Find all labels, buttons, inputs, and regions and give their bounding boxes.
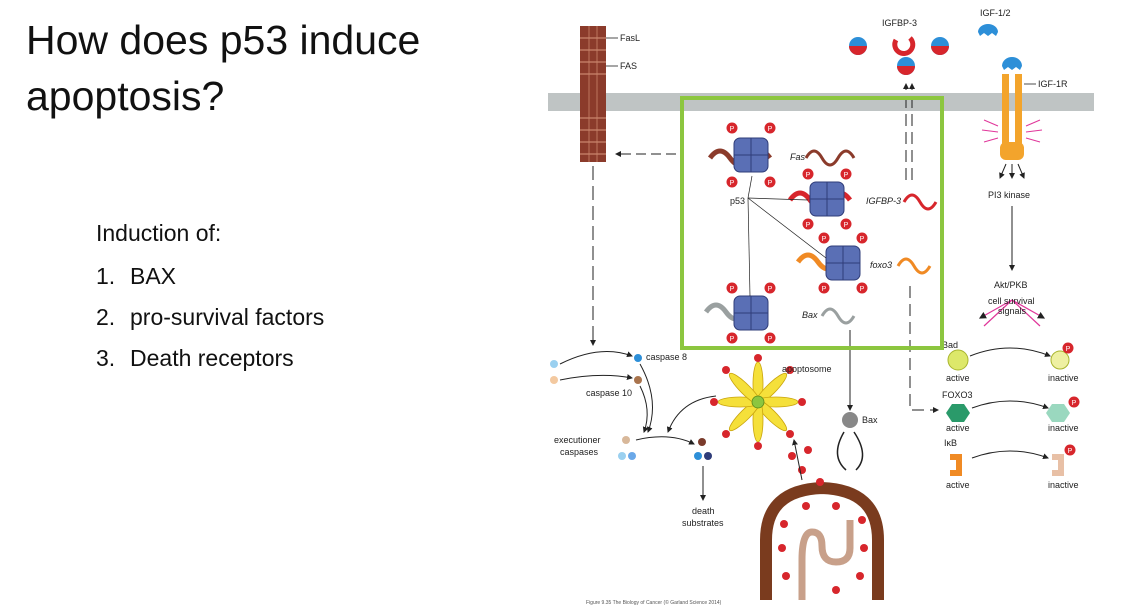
phospho-label: P [768, 180, 773, 187]
label-caspases: caspases [560, 447, 599, 457]
list-item-number: 1. [96, 263, 116, 289]
list-item: 1. BAX [96, 260, 456, 292]
label-substrates: substrates [682, 518, 724, 528]
figure-caption: Figure 9.35 The Biology of Cancer (© Gar… [586, 600, 722, 606]
foxo3-row: FOXO3 P active inactive [942, 390, 1080, 433]
label-igf1r: IGF-1R [1038, 79, 1068, 89]
label-fas: FAS [620, 61, 637, 71]
p53-igfbp3-complex: P P P P IGFBP-3 [787, 168, 938, 230]
list-item-text: pro-survival factors [130, 304, 325, 330]
survival-signal-burst [978, 299, 1046, 327]
phospho-label: P [860, 236, 865, 243]
list-item-number: 3. [96, 345, 116, 371]
phospho-label: P [844, 222, 849, 229]
label-cell-survival: cell survival [988, 296, 1035, 306]
igf-ligand [978, 24, 998, 36]
bax-protein: Bax [836, 412, 878, 471]
bad-row: Bad P active inactive [942, 340, 1079, 383]
label-active-1: active [946, 373, 970, 383]
label-caspase10: caspase 10 [586, 388, 632, 398]
phospho-label: P [1072, 400, 1077, 407]
label-bad: Bad [942, 340, 958, 350]
p53-foxo3-complex: P P P P foxo3 [795, 232, 932, 294]
p53-apoptosis-figure: FasL FAS IGFBP-3 IGF-1/2 [540, 0, 1100, 605]
label-apoptosome: apoptosome [782, 364, 832, 374]
igf1r-arrows [999, 163, 1025, 179]
label-igf12: IGF-1/2 [980, 8, 1011, 18]
phospho-label: P [844, 172, 849, 179]
label-aktpkb: Akt/PKB [994, 280, 1028, 290]
pathway-diagram: FasL FAS IGFBP-3 IGF-1/2 [548, 8, 1094, 600]
label-foxo3: FOXO3 [942, 390, 973, 400]
label-executioner: executioner [554, 435, 601, 445]
p53-leader-lines [747, 175, 827, 297]
label-active-2: active [946, 423, 970, 433]
phospho-label: P [768, 336, 773, 343]
list-item-text: Death receptors [130, 345, 294, 371]
phospho-label: P [1068, 448, 1073, 455]
list-item-text: BAX [130, 263, 177, 289]
phospho-label: P [730, 126, 735, 133]
list-item: 2. pro-survival factors [96, 301, 456, 333]
label-p53: p53 [730, 196, 745, 206]
p53-bax-complex: P P P P Bax [703, 282, 856, 344]
phospho-label: P [768, 286, 773, 293]
highlight-box [680, 96, 944, 350]
fas-receptor [580, 26, 606, 162]
label-caspase8: caspase 8 [646, 352, 687, 362]
label-inactive-2: inactive [1048, 423, 1079, 433]
label-fasl: FasL [620, 33, 640, 43]
gene-bax: Bax [802, 310, 818, 320]
caspase-cluster: caspase 8 caspase 10 executioner caspase… [550, 351, 724, 528]
label-signals: signals [998, 306, 1027, 316]
label-active-3: active [946, 480, 970, 490]
phospho-label: P [730, 180, 735, 187]
label-igfbp3: IGFBP-3 [882, 18, 917, 28]
mitochondrion [760, 439, 884, 600]
induction-list: Induction of: 1. BAX 2. pro-survival fac… [96, 217, 456, 383]
gene-fas: Fas [790, 152, 806, 162]
igfbp3-cluster [849, 36, 949, 75]
apoptosome: apoptosome [710, 354, 832, 450]
igf1r-receptor [981, 57, 1043, 160]
phospho-label: P [822, 286, 827, 293]
gene-foxo3: foxo3 [870, 260, 892, 270]
slide-title: How does p53 induce apoptosis? [26, 17, 421, 119]
phospho-label: P [860, 286, 865, 293]
phospho-label: P [806, 222, 811, 229]
list-item-number: 2. [96, 304, 116, 330]
phospho-label: P [822, 236, 827, 243]
phospho-label: P [730, 286, 735, 293]
ikb-row: IκB P active inactive [944, 438, 1079, 490]
label-inactive-1: inactive [1048, 373, 1079, 383]
phospho-label: P [1066, 346, 1071, 353]
label-inactive-3: inactive [1048, 480, 1079, 490]
label-ikb: IκB [944, 438, 957, 448]
label-pi3k: PI3 kinase [988, 190, 1030, 200]
list-item: 3. Death receptors [96, 342, 456, 374]
phospho-label: P [768, 126, 773, 133]
cell-membrane [548, 93, 1094, 111]
phospho-label: P [730, 336, 735, 343]
phospho-label: P [806, 172, 811, 179]
p53-fas-complex: P P P P Fas [707, 122, 856, 188]
list-intro: Induction of: [96, 220, 222, 246]
gene-igfbp3: IGFBP-3 [866, 196, 901, 206]
label-bax: Bax [862, 415, 878, 425]
label-death: death [692, 506, 715, 516]
